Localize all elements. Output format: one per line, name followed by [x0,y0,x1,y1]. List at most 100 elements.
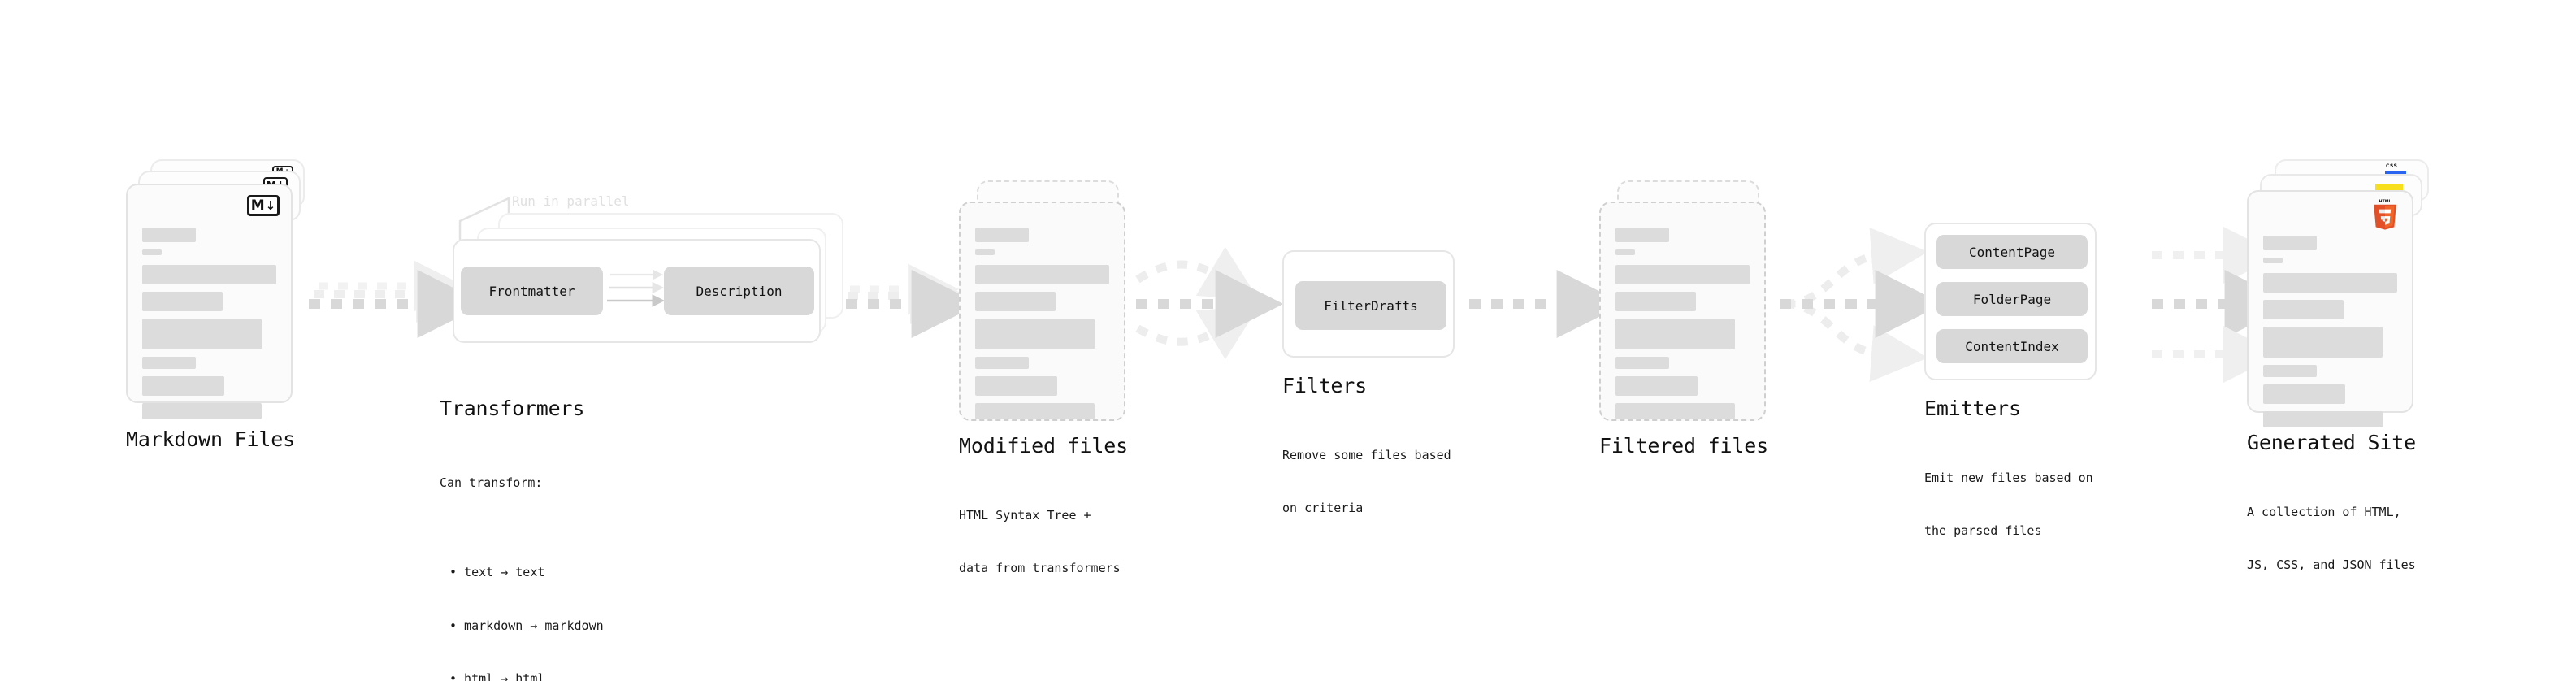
caption-bullet: • markdown → markdown [449,618,604,633]
skeleton-bar [1615,228,1669,242]
emitter-pill-label: ContentIndex [1965,338,2059,354]
skeleton-bar [975,228,1029,242]
skeleton-bar [975,319,1095,349]
emitter-pill-folderpage[interactable]: FolderPage [1936,282,2088,316]
skeleton-bar [975,292,1056,311]
emitters-caption: Emit new files based on the parsed files [1924,434,2093,575]
filtered-card-skeleton [1615,228,1750,427]
filter-group[interactable]: FilterDrafts [1282,250,1455,358]
stage-title-filters: Filters [1282,374,1367,397]
filtered-card-front [1599,202,1766,421]
transformer-pill-label: Frontmatter [488,283,575,299]
caption-line: data from transformers [959,560,1121,575]
skeleton-bar [142,292,223,311]
skeleton-bar [1615,292,1696,311]
stage-title-emitters: Emitters [1924,397,2021,420]
skeleton-bar [2263,236,2317,250]
skeleton-bar [2263,384,2345,404]
caption-bullet: • html → html [449,670,545,681]
stage-title-generated-site: Generated Site [2247,431,2416,454]
emitter-pill-contentindex[interactable]: ContentIndex [1936,329,2088,363]
filtered-file-stack [1599,180,1778,424]
skeleton-bar [2263,300,2344,319]
skeleton-bar [142,265,276,284]
skeleton-bar [975,249,995,255]
caption-line: JS, CSS, and JSON files [2247,557,2416,572]
stage-generated-site: CSS HTML [2247,159,2434,572]
skeleton-bar [1615,249,1635,255]
skeleton-bar [142,249,162,255]
skeleton-bar [2263,327,2383,358]
modified-card-skeleton [975,228,1109,427]
inner-flow-arrows [607,269,665,307]
skeleton-bar [975,265,1109,284]
stage-title-markdown-files: Markdown Files [126,427,295,451]
css-badge-label: CSS [2386,163,2398,169]
skeleton-bar [1615,376,1698,396]
skeleton-bar [1615,319,1735,349]
connector-filtered-to-emitters [1780,227,1944,383]
transformer-pill-description[interactable]: Description [664,267,814,315]
skeleton-bar [142,228,196,242]
modified-files-caption: HTML Syntax Tree + data from transformer… [959,471,1121,613]
stage-markdown-files: M↓ M↓ M↓ [126,159,313,451]
skeleton-bar [975,403,1095,419]
modified-card-front [959,202,1125,421]
modified-file-stack [959,180,1138,424]
caption-line: Emit new files based on [1924,470,2093,485]
generated-card-front: HTML [2247,190,2413,427]
generated-site-caption: A collection of HTML, JS, CSS, and JSON … [2247,468,2416,609]
generated-file-stack: CSS HTML [2247,159,2434,427]
markdown-card-skeleton [142,228,276,427]
caption-line: A collection of HTML, [2247,504,2401,519]
caption-line: on criteria [1282,500,1364,515]
transformer-pill-frontmatter[interactable]: Frontmatter [461,267,603,315]
transformers-caption: Can transform: • text → text • markdown … [440,439,604,681]
markdown-badge-arrow: ↓ [265,197,276,213]
caption-bullet: • text → text [449,565,545,580]
skeleton-bar [2263,273,2397,293]
markdown-badge-letter: M [250,197,265,214]
skeleton-bar [142,376,224,396]
skeleton-bar [2263,258,2283,263]
markdown-file-stack: M↓ M↓ M↓ [126,159,313,419]
emitter-pill-contentpage[interactable]: ContentPage [1936,235,2088,269]
skeleton-bar [1615,357,1669,369]
connector-markdown-to-transformers [309,260,486,338]
caption-head: Can transform: [440,475,543,490]
generated-card-skeleton [2263,236,2397,435]
caption-line: Remove some files based [1282,447,1451,462]
caption-line: HTML Syntax Tree + [959,507,1091,523]
html5-icon: HTML [2374,199,2396,230]
skeleton-bar [1615,265,1750,284]
stage-modified-files: Modified files HTML Syntax Tree + data f… [959,180,1138,575]
skeleton-bar [2263,365,2317,377]
emitter-pill-label: ContentPage [1969,244,2055,260]
html5-badge: HTML [2371,198,2399,234]
emitter-group[interactable]: ContentPage FolderPage ContentIndex [1924,223,2097,380]
skeleton-bar [142,357,196,369]
skeleton-bar [975,357,1029,369]
emitter-pill-label: FolderPage [1972,291,2052,307]
markdown-card-front: M↓ [126,184,293,419]
svg-text:HTML: HTML [2379,199,2391,204]
skeleton-bar [142,403,262,419]
stage-title-transformers: Transformers [440,397,585,420]
filter-pill-filterdrafts[interactable]: FilterDrafts [1295,281,1446,330]
stage-title-filtered-files: Filtered files [1599,434,1768,458]
skeleton-bar [142,319,262,349]
skeleton-bar [1615,403,1735,419]
stage-filtered-files: Filtered files [1599,180,1778,458]
filters-caption: Remove some files based on criteria [1282,411,1451,553]
skeleton-bar [2263,411,2383,427]
caption-line: the parsed files [1924,523,2042,538]
connector-modified-to-filters [1135,246,1284,360]
stage-title-modified-files: Modified files [959,434,1128,458]
caption-bullets: • text → text • markdown → markdown • ht… [440,529,604,681]
run-in-parallel-label: Run in parallel [512,193,630,209]
transformer-pill-label: Description [696,283,783,299]
skeleton-bar [975,376,1057,396]
connector-emitters-to-site [2152,227,2293,383]
transformer-group-front[interactable]: Frontmatter Description [453,239,821,343]
